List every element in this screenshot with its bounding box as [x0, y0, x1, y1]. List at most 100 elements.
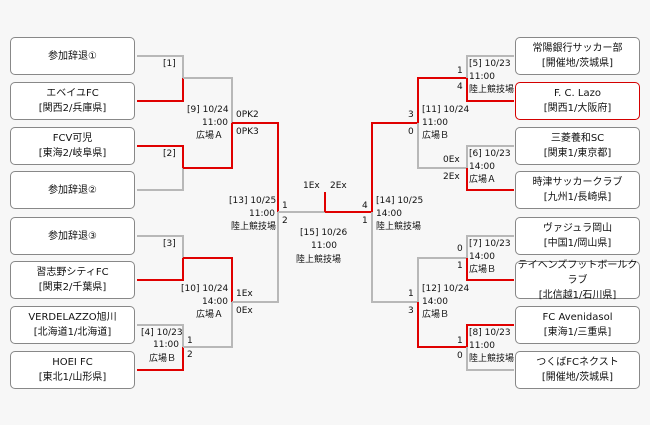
match-2-label: [2] — [163, 149, 176, 159]
match-9-time: 11:00 — [202, 118, 228, 128]
team-name: テイヘンズフットボールクラブ — [517, 259, 638, 286]
match-13-score-2: 2 — [282, 216, 288, 226]
team-left-8: HOEI FC[東北1/山形県] — [10, 351, 135, 389]
team-right-2: F. C. Lazo [関西1/大阪府] — [515, 82, 640, 120]
team-region: [東海2/岐阜県] — [38, 148, 107, 159]
team-right-3: 三菱養和SC [関東1/東京都] — [515, 127, 640, 165]
match-8-score-2: 0 — [457, 351, 463, 361]
match-8-score-1: 1 — [457, 336, 463, 346]
match-12-venue: 広場Ｂ — [422, 310, 450, 320]
match-10-venue: 広場Ａ — [196, 310, 224, 320]
team-right-8: つくばFCネクスト[開催地/茨城県] — [515, 351, 640, 389]
match-13-venue: 陸上競技場 — [231, 222, 277, 232]
match-6-label: [6] 10/23 — [469, 149, 511, 159]
match-13-label: [13] 10/25 — [229, 196, 277, 206]
team-left-4: 参加辞退② — [10, 171, 135, 209]
match-7-venue: 広場Ｂ — [469, 265, 497, 275]
match-14-score-1: 4 — [362, 201, 368, 211]
team-name: 参加辞退③ — [48, 230, 97, 242]
match-6-score-2: 2Ex — [443, 172, 460, 182]
team-region: [九州1/長崎県] — [543, 192, 612, 203]
match-5-score-1: 1 — [457, 66, 463, 76]
match-9-score-2: 0PK3 — [236, 127, 259, 137]
team-left-7: VERDELAZZO旭川 [北海道1/北海道] — [10, 306, 135, 344]
match-5-score-2: 4 — [457, 82, 463, 92]
match-8-venue: 陸上競技場 — [469, 354, 515, 364]
team-name: FCV可児 — [52, 133, 93, 144]
team-name: 三菱養和SC — [550, 133, 605, 144]
match-7-label: [7] 10/23 — [469, 239, 511, 249]
match-9-label: [9] 10/24 — [187, 105, 229, 115]
match-15-label: [15] 10/26 — [300, 228, 348, 238]
team-name: エベイユFC — [46, 88, 99, 99]
match-12-score-1: 1 — [408, 289, 414, 299]
team-name: 参加辞退① — [48, 50, 97, 62]
match-13-time: 11:00 — [249, 209, 275, 219]
team-name: ヴァジュラ岡山 — [542, 223, 613, 234]
match-14-label: [14] 10/25 — [376, 196, 424, 206]
team-region: [北海道1/北海道] — [33, 327, 112, 338]
match-5-time: 11:00 — [469, 72, 495, 82]
team-name: FC Avenidasol — [542, 312, 613, 323]
match-12-label: [12] 10/24 — [422, 284, 470, 294]
team-region: [関西1/大阪府] — [543, 103, 612, 114]
team-left-5: 参加辞退③ — [10, 217, 135, 255]
team-name: 習志野シティFC — [36, 267, 109, 278]
team-right-1: 常陽銀行サッカー部 [開催地/茨城県] — [515, 37, 640, 75]
match-8-time: 11:00 — [469, 341, 495, 351]
match-5-venue: 陸上競技場 — [469, 85, 515, 95]
match-7-score-2: 1 — [457, 261, 463, 271]
team-left-3: FCV可児 [東海2/岐阜県] — [10, 127, 135, 165]
match-4-label: [4] 10/23 — [141, 328, 183, 338]
team-left-2: エベイユFC [関西2/兵庫県] — [10, 82, 135, 120]
match-11-score-2: 0 — [408, 127, 414, 137]
match-9-score-1: 0PK2 — [236, 110, 259, 120]
team-region: [開催地/茨城県] — [541, 372, 614, 383]
match-14-venue: 陸上競技場 — [376, 222, 422, 232]
team-name: 常陽銀行サッカー部 — [532, 43, 623, 54]
team-name: 時津サッカークラブ — [532, 177, 623, 188]
team-region: [関西2/兵庫県] — [38, 103, 107, 114]
match-15-time: 11:00 — [311, 241, 337, 251]
match-10-score-2: 0Ex — [236, 306, 253, 316]
team-name: VERDELAZZO旭川 — [28, 312, 117, 323]
team-left-1: 参加辞退① — [10, 37, 135, 75]
match-6-time: 14:00 — [469, 162, 495, 172]
match-12-time: 14:00 — [422, 297, 448, 307]
match-1-label: [1] — [163, 59, 176, 69]
match-6-venue: 広場Ａ — [469, 175, 497, 185]
match-11-time: 11:00 — [422, 118, 448, 128]
match-13-score-1: 1 — [282, 201, 288, 211]
team-region: [中国1/岡山県] — [543, 238, 612, 249]
team-name: F. C. Lazo — [554, 88, 601, 99]
team-left-6: 習志野シティFC [関東2/千葉県] — [10, 261, 135, 299]
team-right-5: ヴァジュラ岡山 [中国1/岡山県] — [515, 217, 640, 255]
match-5-label: [5] 10/23 — [469, 59, 511, 69]
match-3-label: [3] — [163, 239, 176, 249]
match-9-venue: 広場Ａ — [196, 131, 224, 141]
match-4-score-2: 2 — [187, 350, 193, 360]
team-right-7: FC Avenidasol [東海1/三重県] — [515, 306, 640, 344]
team-name: HOEI FC — [52, 357, 93, 368]
match-11-score-1: 3 — [408, 110, 414, 120]
team-right-6: テイヘンズフットボールクラブ [北信越1/石川県] — [515, 259, 640, 301]
match-14-score-2: 1 — [362, 216, 368, 226]
team-region: [開催地/茨城県] — [541, 58, 614, 69]
team-region: [東海1/三重県] — [543, 327, 612, 338]
match-14-time: 14:00 — [376, 209, 402, 219]
match-10-time: 14:00 — [202, 297, 228, 307]
match-8-label: [8] 10/23 — [469, 328, 511, 338]
team-region: [北信越1/石川県] — [538, 289, 617, 301]
match-12-score-2: 3 — [408, 306, 414, 316]
match-10-label: [10] 10/24 — [181, 284, 229, 294]
team-region: [関東2/千葉県] — [38, 282, 107, 293]
team-region: [関東1/東京都] — [543, 148, 612, 159]
match-7-time: 14:00 — [469, 252, 495, 262]
match-10-score-1: 1Ex — [236, 289, 253, 299]
match-11-venue: 広場Ｂ — [422, 131, 450, 141]
match-15-venue: 陸上競技場 — [296, 255, 342, 265]
match-7-score-1: 0 — [457, 244, 463, 254]
team-name: 参加辞退② — [48, 184, 97, 196]
